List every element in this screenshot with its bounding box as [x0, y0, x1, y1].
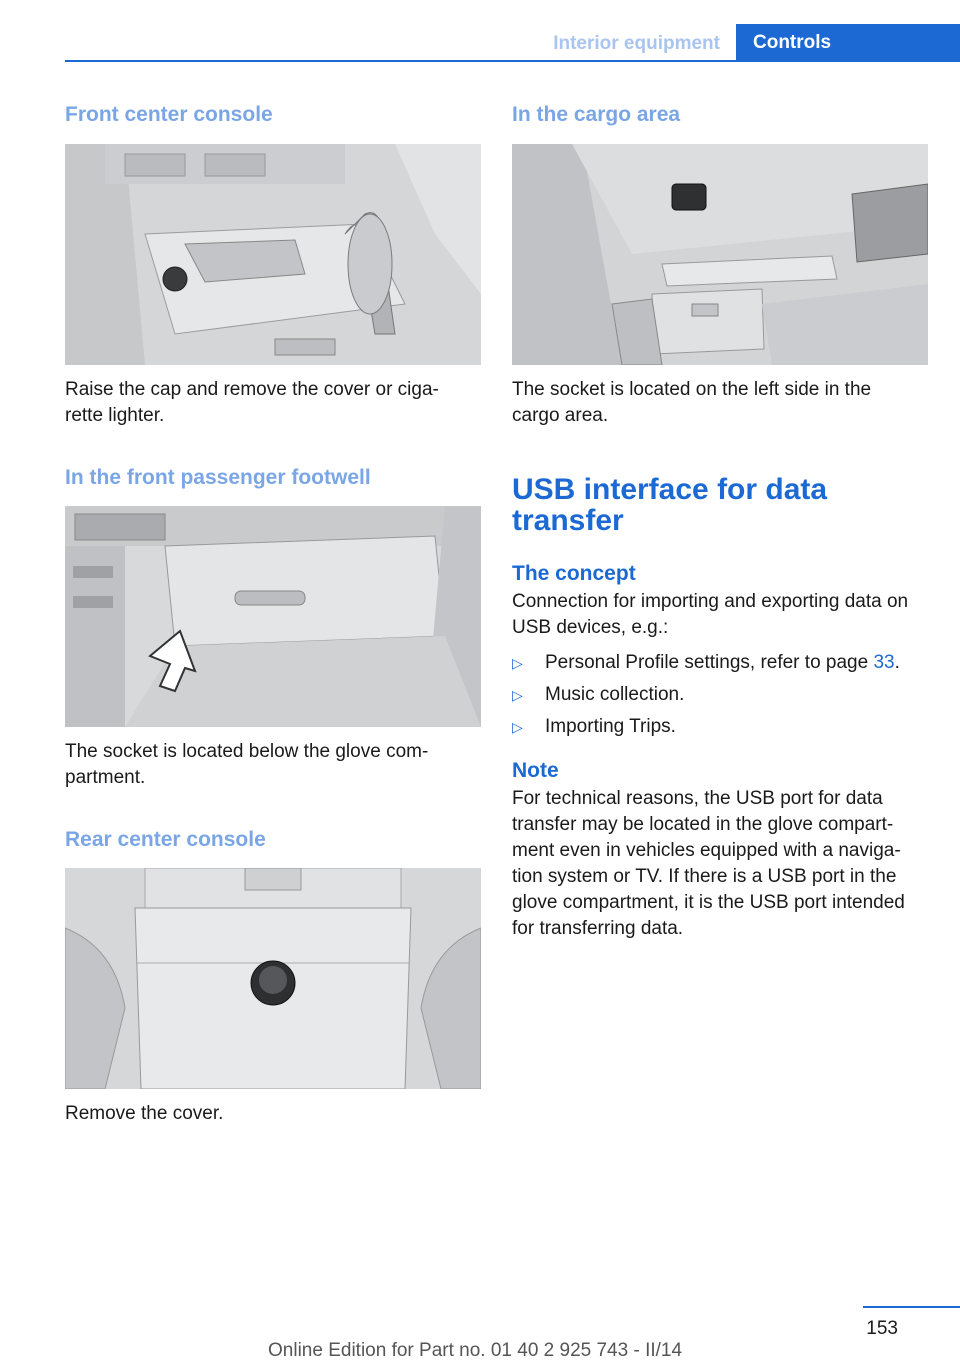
heading-usb-interface: USB interface for data transfer [512, 473, 828, 537]
heading-note: Note [512, 759, 559, 782]
list-item: ▷ Importing Trips. [512, 714, 928, 740]
header-chapter-label: Controls [753, 32, 832, 53]
cargo-area-drawing [512, 144, 928, 365]
rear-console-illustration [65, 868, 481, 1089]
heading-front-center-console: Front center console [65, 103, 273, 126]
list-item-text: Importing Trips. [545, 716, 676, 737]
front-console-illustration [65, 144, 481, 365]
list-item: ▷ Personal Profile settings, refer to pa… [512, 650, 928, 676]
header-rule [65, 60, 960, 62]
cargo-area-illustration [512, 144, 928, 365]
header-section-title: Interior equipment [553, 33, 720, 54]
page-header: Interior equipment Controls [0, 0, 960, 64]
usb-feature-list: ▷ Personal Profile settings, refer to pa… [512, 650, 928, 740]
footwell-illustration [65, 506, 481, 727]
front-console-text: Raise the cap and remove the cover or ci… [65, 379, 439, 426]
right-column: In the cargo area The socket is located … [512, 100, 928, 942]
footer-rule [863, 1306, 960, 1308]
heading-passenger-footwell: In the front passenger footwell [65, 466, 371, 489]
page-number: 153 [866, 1318, 898, 1339]
front-console-drawing [65, 144, 481, 365]
page-reference-link[interactable]: 33 [873, 652, 895, 673]
concept-text: Connection for importing and exporting d… [512, 591, 909, 638]
rear-console-drawing [65, 868, 481, 1089]
edition-footer: Online Edition for Part no. 01 40 2 925 … [268, 1340, 683, 1361]
heading-rear-center-console: Rear center console [65, 828, 266, 851]
list-item: ▷ Music collection. [512, 682, 928, 708]
left-column: Front center console Raise the cap and r… [65, 100, 481, 1127]
heading-the-concept: The concept [512, 562, 636, 585]
note-text: For technical reasons, the USB port for … [512, 788, 905, 939]
heading-cargo-area: In the cargo area [512, 103, 681, 126]
triangle-bullet-icon: ▷ [512, 655, 523, 671]
cargo-area-text: The socket is located on the left side i… [512, 379, 872, 426]
rear-console-text: Remove the cover. [65, 1103, 224, 1124]
triangle-bullet-icon: ▷ [512, 719, 523, 735]
footwell-text: The socket is located below the glove co… [65, 741, 429, 788]
list-item-text: Personal Profile settings, refer to page… [545, 652, 900, 673]
list-item-text: Music collection. [545, 684, 685, 705]
footwell-drawing [65, 506, 481, 727]
header-chapter-tab[interactable]: Controls [736, 24, 960, 62]
triangle-bullet-icon: ▷ [512, 687, 523, 703]
